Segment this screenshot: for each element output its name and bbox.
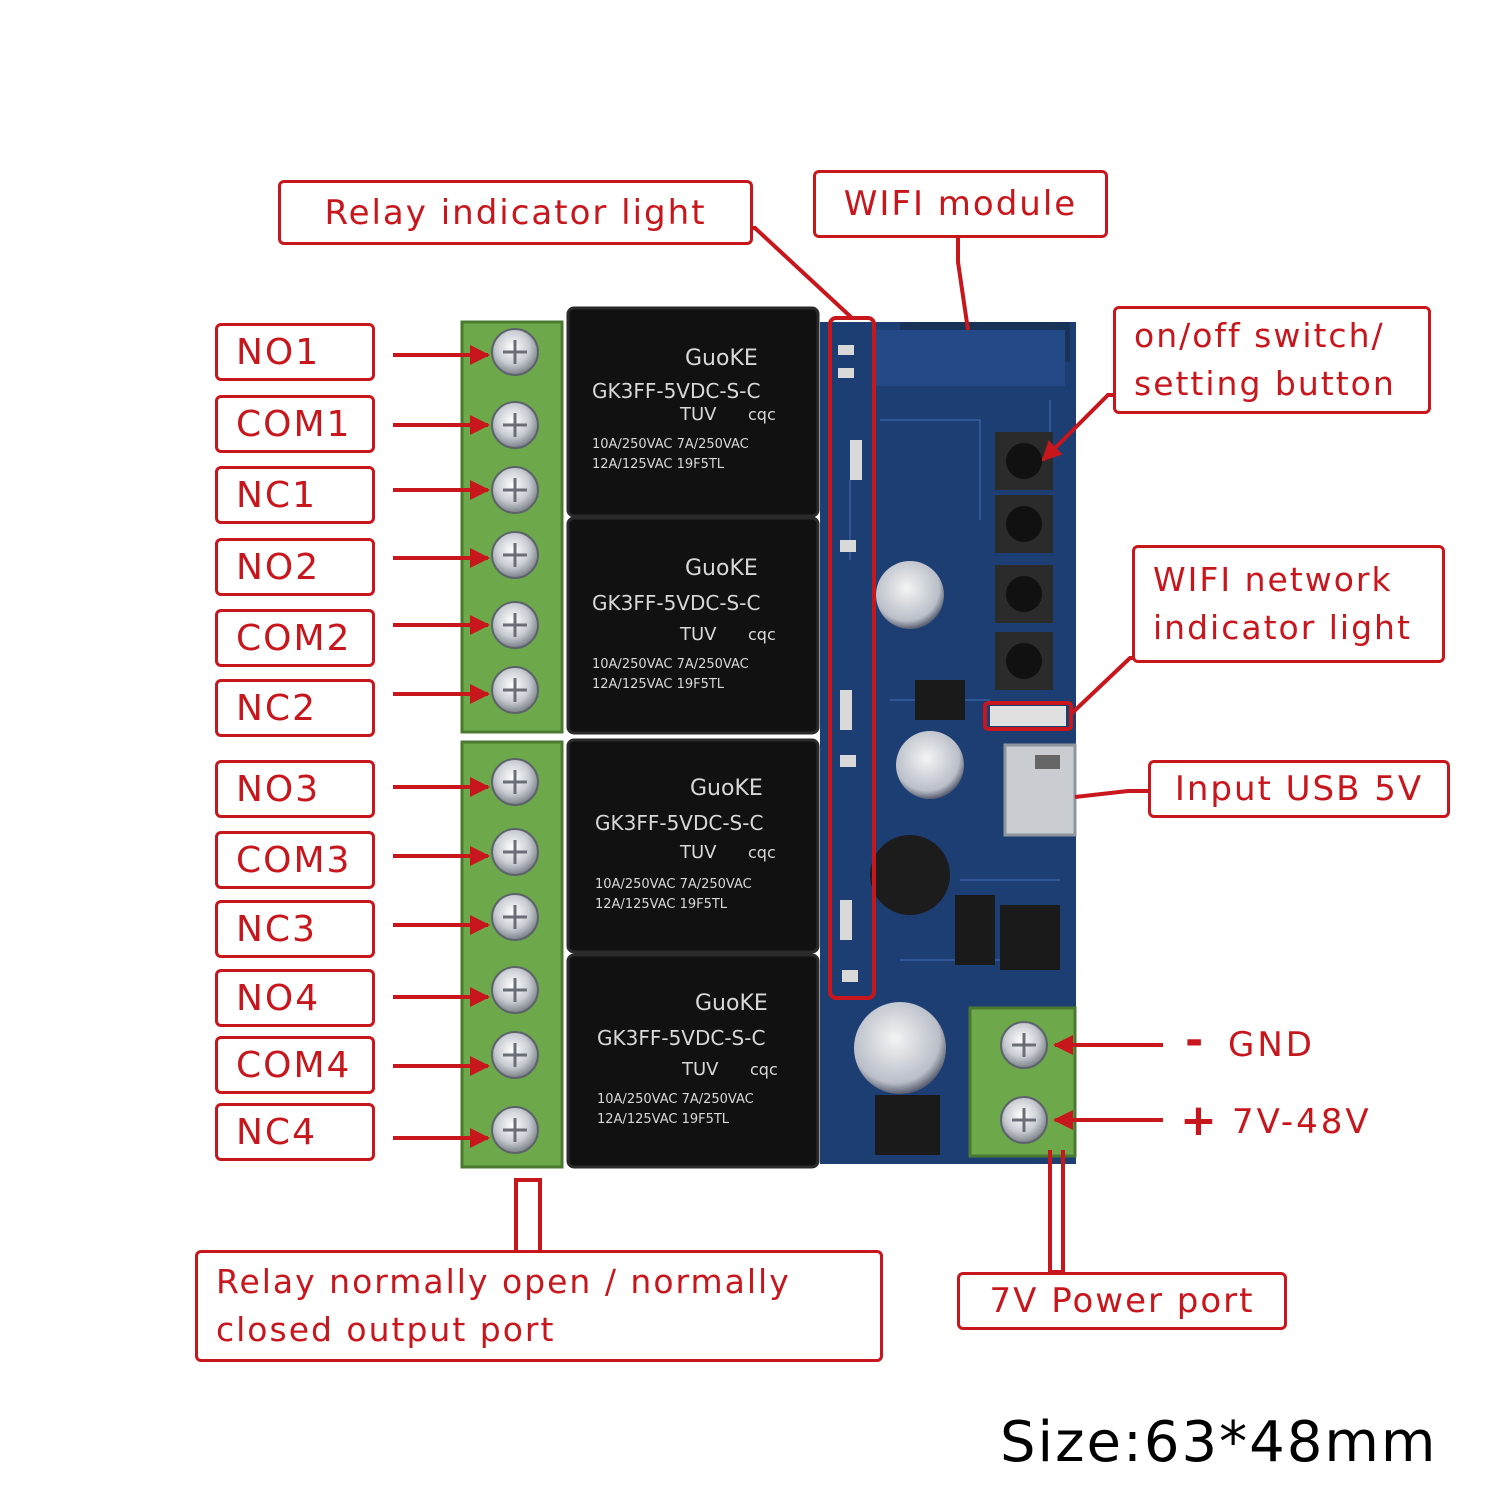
label-no4: NO4 bbox=[215, 969, 375, 1027]
tact-buttons bbox=[995, 432, 1053, 690]
relay-1-cert2: cqc bbox=[748, 405, 776, 424]
size-label: Size:63*48mm bbox=[1000, 1410, 1438, 1475]
label-com3: COM3 bbox=[215, 831, 375, 889]
terminal-arrows bbox=[393, 345, 1163, 1148]
relay-3-cert: TUV bbox=[679, 842, 717, 863]
relay-4-cert2: cqc bbox=[750, 1060, 778, 1079]
terminal-block-top bbox=[460, 320, 564, 734]
relays bbox=[566, 306, 820, 1169]
gnd-minus-sign: - bbox=[1185, 1015, 1204, 1066]
wifi-module-chip bbox=[875, 330, 1065, 386]
callout-switch-button: on/off switch/ setting button bbox=[1113, 306, 1431, 414]
callout-wifi-net-line1: WIFI network bbox=[1153, 560, 1393, 600]
vin-plus-sign: + bbox=[1180, 1095, 1217, 1146]
relay-2-rating1: 10A/250VAC 7A/250VAC bbox=[592, 657, 749, 672]
relay-3-brand: GuoKE bbox=[690, 776, 763, 801]
label-com4: COM4 bbox=[215, 1036, 375, 1094]
relay-1-cert: TUV bbox=[679, 404, 717, 425]
terminal-block-bottom bbox=[460, 740, 564, 1169]
callout-switch-line1: on/off switch/ bbox=[1134, 316, 1385, 356]
relay-1-rating1: 10A/250VAC 7A/250VAC bbox=[592, 437, 749, 452]
terminal-screws bbox=[491, 328, 1048, 1154]
label-com1: COM1 bbox=[215, 395, 375, 453]
relay-4-model: GK3FF-5VDC-S-C bbox=[597, 1026, 765, 1050]
relay-4-rating1: 10A/250VAC 7A/250VAC bbox=[597, 1092, 754, 1107]
label-no2: NO2 bbox=[215, 538, 375, 596]
relay-1-brand: GuoKE bbox=[685, 346, 758, 371]
relay-2-cert: TUV bbox=[679, 624, 717, 645]
relay-2-model: GK3FF-5VDC-S-C bbox=[592, 591, 760, 615]
relay-3-rating1: 10A/250VAC 7A/250VAC bbox=[595, 877, 752, 892]
label-gnd: GND bbox=[1228, 1025, 1315, 1065]
callout-wifi-module: WIFI module bbox=[813, 170, 1108, 238]
callout-output-line1: Relay normally open / normally bbox=[216, 1262, 791, 1302]
callout-wifi-net-line2: indicator light bbox=[1153, 608, 1412, 647]
relay-1 bbox=[566, 306, 820, 518]
relay-3-cert2: cqc bbox=[748, 843, 776, 862]
callout-output-port: Relay normally open / normally closed ou… bbox=[195, 1250, 883, 1362]
label-no3: NO3 bbox=[215, 760, 375, 818]
relay-3-model: GK3FF-5VDC-S-C bbox=[595, 811, 763, 835]
relay-4-rating2: 12A/125VAC 19F5TL bbox=[597, 1112, 730, 1127]
callout-relay-indicator-light: Relay indicator light bbox=[278, 180, 753, 245]
label-nc3: NC3 bbox=[215, 900, 375, 958]
callout-power-port: 7V Power port bbox=[957, 1272, 1287, 1330]
label-vin: 7V-48V bbox=[1232, 1102, 1372, 1142]
relay-labels: GuoKE GK3FF-5VDC-S-C TUV cqc 10A/250VAC … bbox=[592, 346, 778, 1127]
label-nc1: NC1 bbox=[215, 466, 375, 524]
relay-4-cert: TUV bbox=[681, 1059, 719, 1080]
relay-2 bbox=[566, 516, 820, 735]
relay-3 bbox=[566, 738, 820, 954]
label-com2: COM2 bbox=[215, 609, 375, 667]
relay-1-rating2: 12A/125VAC 19F5TL bbox=[592, 457, 725, 472]
callout-output-line2: closed output port bbox=[216, 1310, 556, 1349]
relay-2-brand: GuoKE bbox=[685, 556, 758, 581]
label-no1: NO1 bbox=[215, 323, 375, 381]
relay-1-model: GK3FF-5VDC-S-C bbox=[592, 379, 760, 403]
relay-2-cert2: cqc bbox=[748, 625, 776, 644]
relay-4-brand: GuoKE bbox=[695, 991, 768, 1016]
label-nc4: NC4 bbox=[215, 1103, 375, 1161]
callout-switch-line2: setting button bbox=[1134, 364, 1396, 403]
callout-usb-input: Input USB 5V bbox=[1148, 760, 1450, 818]
relay-3-rating2: 12A/125VAC 19F5TL bbox=[595, 897, 728, 912]
callout-wifi-network-light: WIFI network indicator light bbox=[1132, 545, 1445, 663]
relay-2-rating2: 12A/125VAC 19F5TL bbox=[592, 677, 725, 692]
relay-4 bbox=[566, 953, 820, 1169]
label-nc2: NC2 bbox=[215, 679, 375, 737]
